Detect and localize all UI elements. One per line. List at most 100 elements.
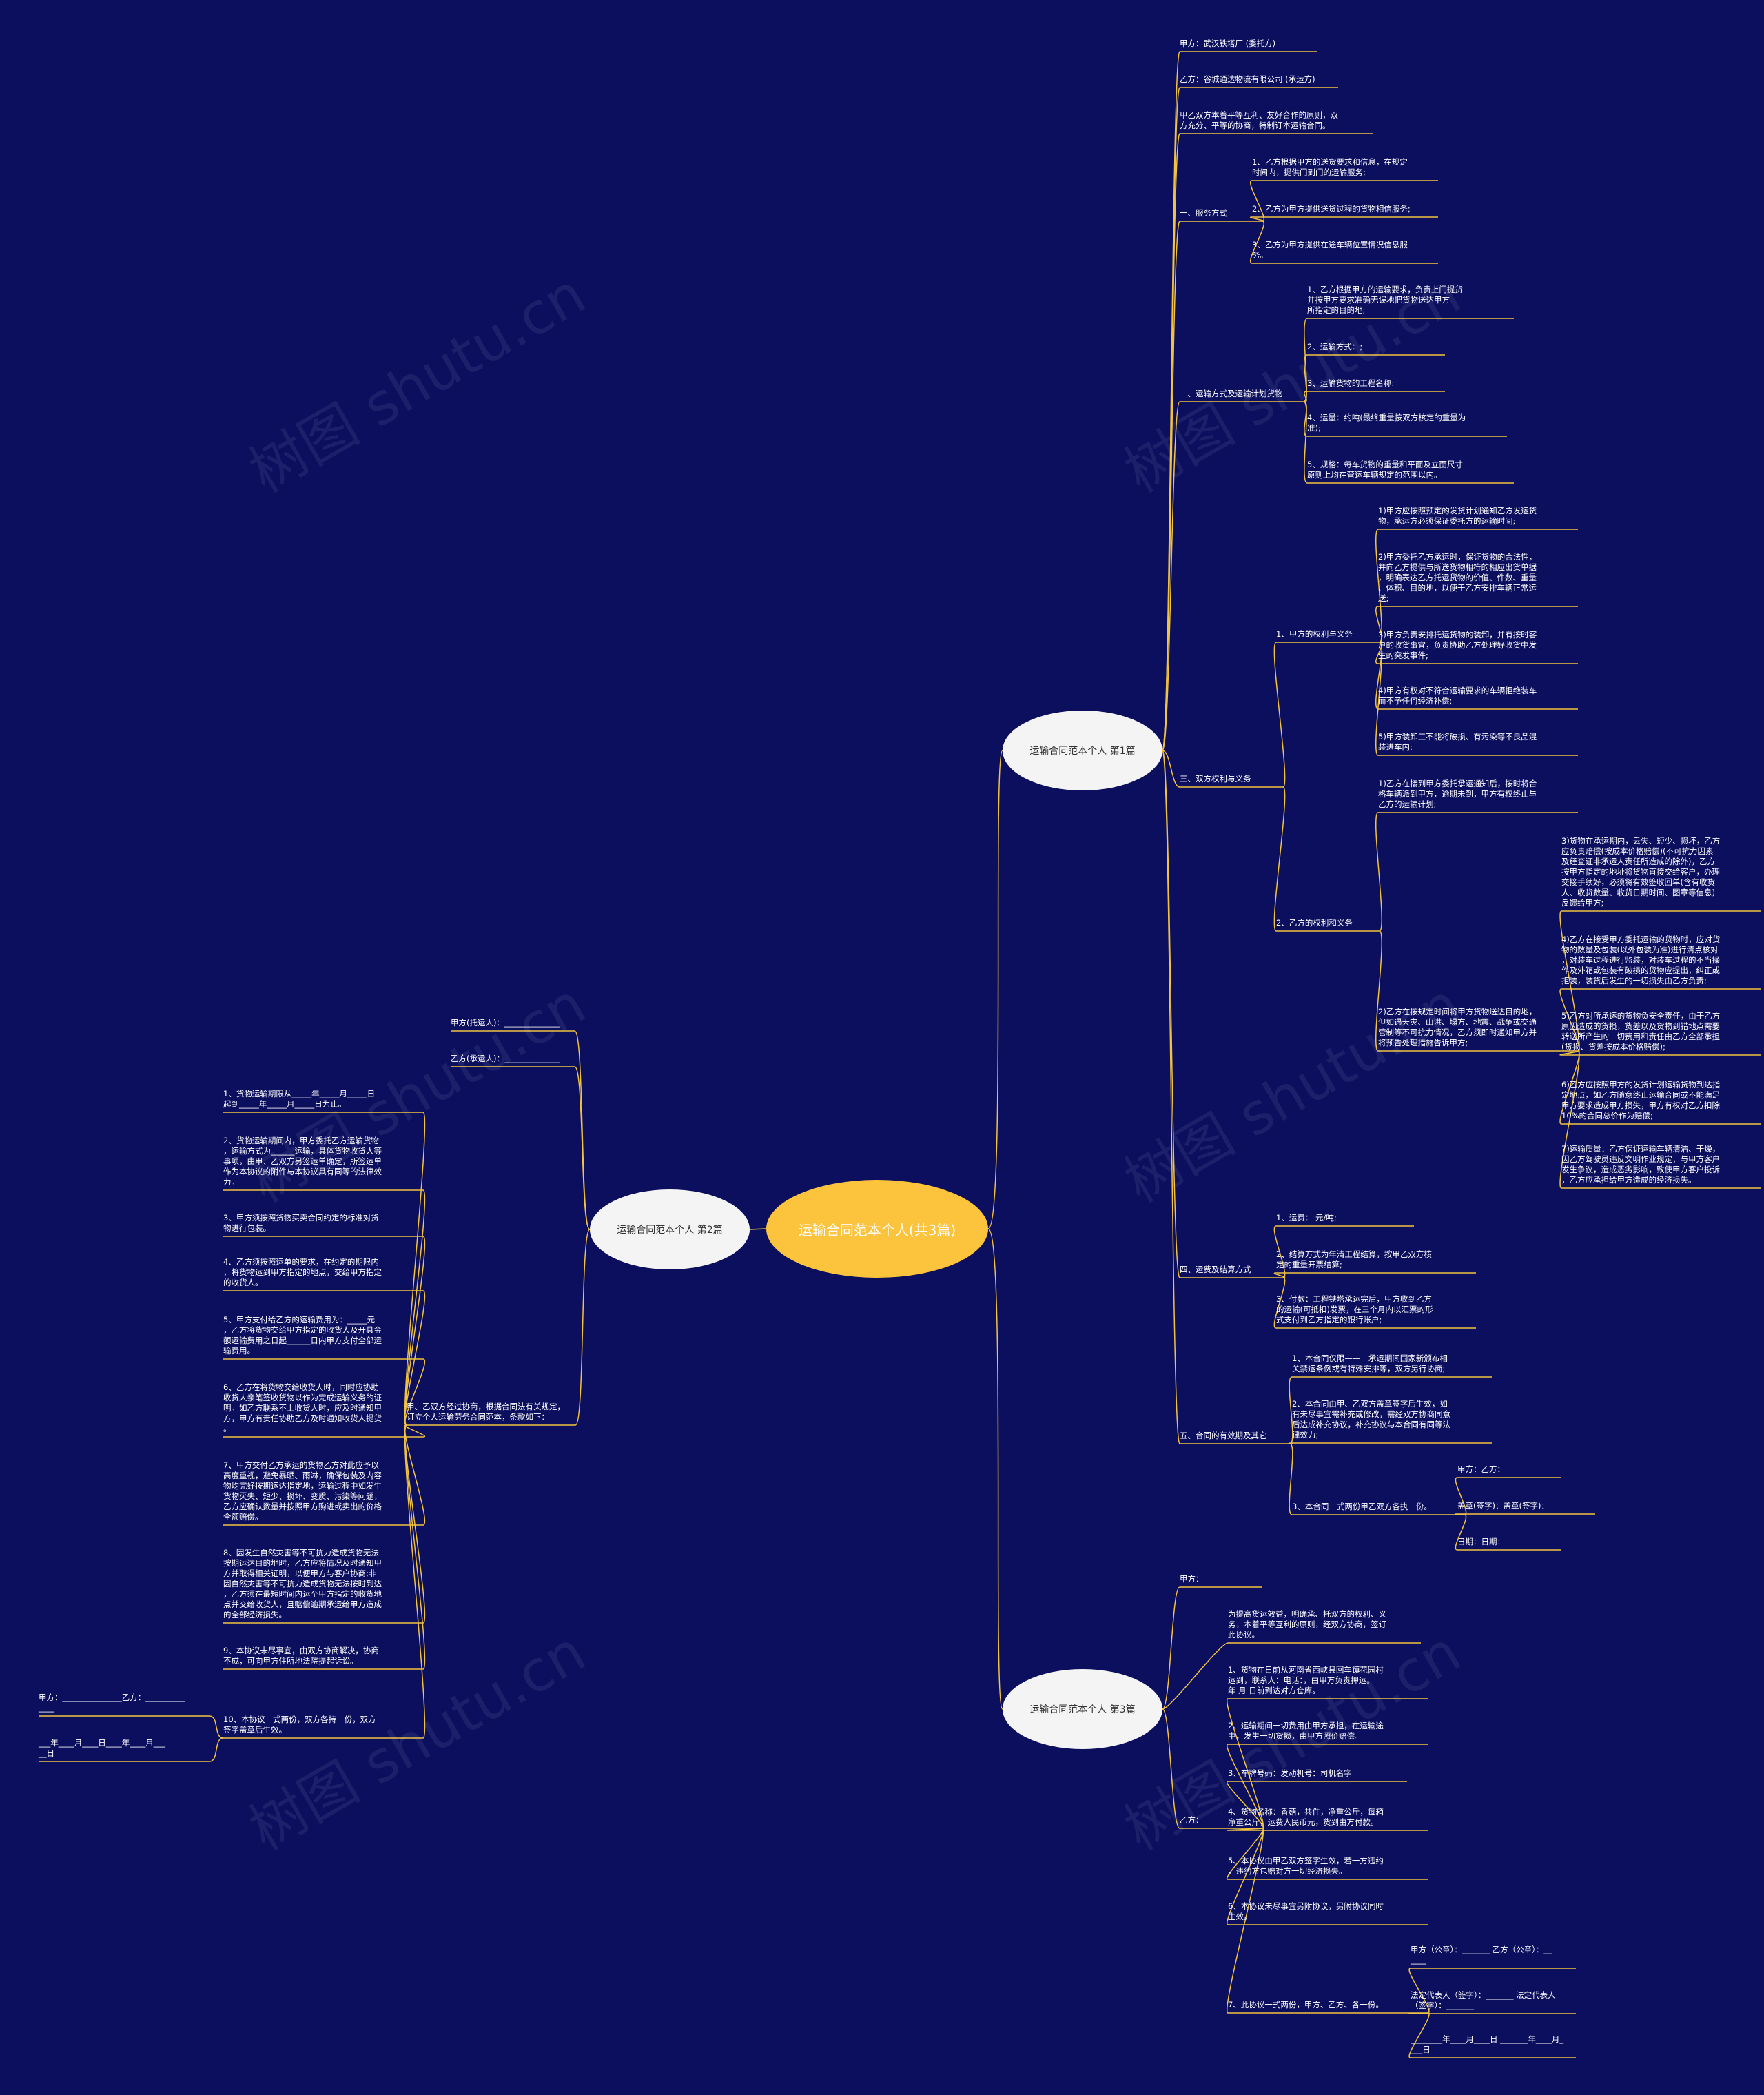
link-node-7 xyxy=(1250,221,1264,264)
link-node-5 xyxy=(1250,180,1264,222)
mindmap-node-44[interactable]: 2、货物运输期间内，甲方委托乙方运输货物 ，运输方式为______运输，具体货物… xyxy=(223,1136,382,1187)
mindmap-node-43[interactable]: 1、货物运输期限从_____年_____月_____日 起到_____年____… xyxy=(223,1089,376,1109)
mindmap-node-2[interactable]: 乙方：谷城通达物流有限公司 (承运方) xyxy=(1180,74,1315,84)
link-node-39 xyxy=(1455,1514,1467,1551)
mindmap-node-49[interactable]: 7、甲方交付乙方承运的货物乙方对此应予以 高度重视，避免暴晒、雨淋，确保包装及内… xyxy=(223,1460,382,1522)
mindmap-node-59[interactable]: 2、运输期间一切费用由甲方承担，在运输途 中，发生一切货损，由甲方照价赔偿。 xyxy=(1228,1721,1384,1741)
mindmap-node-35[interactable]: 2、本合同由甲、乙双方盖章签字后生效，如 有未尽事宜需补充或修改，需经双方协商同… xyxy=(1292,1399,1450,1440)
mindmap-node-11[interactable]: 3、运输货物的工程名称: xyxy=(1307,378,1395,388)
mindmap-node-41[interactable]: 乙方(承运人)：______________ xyxy=(451,1054,560,1063)
link-node-60 xyxy=(1226,1781,1264,1829)
mindmap-node-18[interactable]: 3)甲方负责安排托运货物的装卸，并有按时客 户的收货事宜，负责协助乙方处理好收货… xyxy=(1378,630,1537,660)
mindmap-node-33[interactable]: 五、合同的有效期及其它 xyxy=(1180,1431,1267,1440)
mindmap-node-27[interactable]: 6)乙方应按照甲方的发货计划运输货物到达指 定地点，如乙方随意终止运输合同或不能… xyxy=(1561,1080,1721,1121)
branch-node-3[interactable]: 运输合同范本个人 第3篇 xyxy=(1003,1669,1162,1749)
link-node-56 xyxy=(1162,1642,1229,1710)
link-node-35 xyxy=(1289,1442,1293,1444)
link-node-28 xyxy=(1559,1050,1580,1189)
link-node-67 xyxy=(1408,2012,1430,2058)
mindmap-node-6[interactable]: 2、乙方为甲方提供送货过程的货物相信服务; xyxy=(1252,204,1411,214)
mindmap-node-63[interactable]: 6、本协议未尽事宜另附协议，另附协议同时 生效。 xyxy=(1228,1901,1384,1921)
mindmap-node-65[interactable]: 甲方（公章）：_______ 乙方（公章）：__ ____ xyxy=(1411,1945,1552,1965)
link-node-24 xyxy=(1559,910,1580,1052)
mindmap-node-51[interactable]: 9、本协议未尽事宜，由双方协商解决，协商 不成，可向甲方住所地法院提起诉讼。 xyxy=(223,1646,379,1666)
link-node-42 xyxy=(575,1229,591,1426)
link-node-15 xyxy=(1273,642,1286,788)
mindmap-node-22[interactable]: 1)乙方在接到甲方委托承运通知后，按时将合 格车辆派到甲方，逾期未到，甲方有权终… xyxy=(1378,779,1537,809)
mindmap-node-54[interactable]: ___年____月____日____年____月___ __日 xyxy=(39,1738,165,1758)
link-node-65 xyxy=(1408,1968,1430,2014)
mindmap-node-19[interactable]: 4)甲方有权对不符合运输要求的车辆拒绝装车 而不予任何经济补偿; xyxy=(1378,686,1537,706)
mindmap-node-23[interactable]: 2)乙方在按规定时间将甲方货物送达目的地， 但如遇天灾、山洪、塌方、地震、战争或… xyxy=(1378,1007,1537,1048)
mindmap-node-57[interactable]: 乙方： xyxy=(1180,1815,1204,1825)
mindmap-node-32[interactable]: 3、付款：工程铁塔承运完后，甲方收到乙方 的运输(可抵扣)发票，在三个月内以汇票… xyxy=(1276,1294,1433,1325)
mindmap-node-12[interactable]: 4、运量：约吨(最终重量按双方核定的重量为 准); xyxy=(1307,413,1466,433)
mindmap-node-46[interactable]: 4、乙方须按照运单的要求，在约定的期限内 ，将货物运到甲方指定的地点，交给甲方指… xyxy=(223,1257,382,1287)
mindmap-node-60[interactable]: 3、车牌号码：发动机号：司机名字 xyxy=(1228,1768,1352,1778)
link-node-25 xyxy=(1559,988,1580,1052)
link-node-57 xyxy=(1162,1708,1180,1829)
mindmap-node-8[interactable]: 二、运输方式及运输计划货物 xyxy=(1180,389,1283,398)
mindmap-node-52[interactable]: 10、本协议一式两份，双方各持一份，双方 签字盖章后生效。 xyxy=(223,1715,376,1735)
mindmap-node-39[interactable]: 日期：日期： xyxy=(1457,1537,1505,1546)
mindmap-node-42[interactable]: 甲、乙双方经过协商，根据合同法有关规定， 订立个人运输劳务合同范本，条款如下： xyxy=(407,1402,565,1422)
mindmap-node-21[interactable]: 2、乙方的权利和义务 xyxy=(1276,918,1353,928)
mindmap-node-26[interactable]: 5)乙方对所承运的货物负安全责任，由于乙方 原因造成的货损，货差以及货物到错地点… xyxy=(1561,1011,1721,1052)
branch-node-2[interactable]: 运输合同范本个人 第2篇 xyxy=(590,1189,750,1269)
mindmap-node-1[interactable]: 甲方：武汉铁塔厂 (委托方) xyxy=(1180,39,1276,48)
mindmap-node-5[interactable]: 1、乙方根据甲方的送货要求和信息，在规定 时间内，提供门到门的运输服务; xyxy=(1252,157,1408,177)
link-node-32 xyxy=(1273,1277,1286,1329)
mindmap-node-14[interactable]: 三、双方权利与义务 xyxy=(1180,774,1251,784)
mindmap-node-67[interactable]: ________年____月____日 _______年____月_ ___日 xyxy=(1411,2034,1564,2054)
mindmap-node-53[interactable]: 甲方：_______________乙方：__________ ____ xyxy=(39,1693,185,1713)
mindmap-node-29[interactable]: 四、运费及结算方式 xyxy=(1180,1265,1251,1274)
mindmap-node-24[interactable]: 3)货物在承运期内，丢失、短少、损坏，乙方 应负责赔偿(按成本价格赔偿)(不可抗… xyxy=(1561,836,1721,908)
mindmap-node-28[interactable]: 7)运输质量：乙方保证运输车辆清洁、干燥， 因乙方驾驶员违反文明作业规定，与甲方… xyxy=(1561,1144,1721,1185)
mindmap-node-15[interactable]: 1、甲方的权利与义务 xyxy=(1276,629,1353,639)
mindmap-node-34[interactable]: 1、本合同仅限——一承运期间国家新颁布相 关禁运条例或有特殊安排等，双方另行协商… xyxy=(1292,1353,1448,1373)
link-root-branch-1 xyxy=(987,750,1003,1229)
mindmap-node-64[interactable]: 7、此协议一式两份，甲方、乙方、各一份。 xyxy=(1228,2000,1384,2010)
mindmap-node-7[interactable]: 3、乙方为甲方提供在途车辆位置情况信息服 务。 xyxy=(1252,240,1408,260)
mindmap-node-3[interactable]: 甲乙双方本着平等互利、友好合作的原则，双 方充分、平等的协商，特制订本运输合同。 xyxy=(1180,110,1338,130)
mindmap-node-37[interactable]: 甲方：乙方： xyxy=(1457,1464,1505,1474)
mindmap-node-4[interactable]: 一、服务方式 xyxy=(1180,208,1227,218)
mindmap-node-10[interactable]: 2、运输方式：; xyxy=(1307,342,1363,351)
mindmap-node-20[interactable]: 5)甲方装卸工不能将破损、有污染等不良品混 装进车内; xyxy=(1378,732,1537,752)
mindmap-node-30[interactable]: 1、运费： 元/吨; xyxy=(1276,1213,1337,1223)
mindmap-node-47[interactable]: 5、甲方支付给乙方的运输费用为：_____元 ，乙方将货物交给甲方指定的收货人及… xyxy=(223,1315,382,1356)
mindmap-node-36[interactable]: 3、本合同一式两份甲乙双方各执一份。 xyxy=(1292,1502,1432,1511)
root-node[interactable]: 运输合同范本个人(共3篇) xyxy=(766,1180,988,1278)
mindmap-node-40[interactable]: 甲方(托运人)：______________ xyxy=(451,1018,560,1028)
link-node-14 xyxy=(1162,750,1180,788)
mindmap-node-50[interactable]: 8、因发生自然灾害等不可抗力造成货物无法 按期运达目的地时，乙方应将情况及时通知… xyxy=(223,1548,382,1619)
mindmap-node-61[interactable]: 4、货物名称：香菇，共件，净重公斤，每箱 净重公斤，运费人民币元，货到由方付款。 xyxy=(1228,1807,1384,1827)
link-node-40 xyxy=(574,1030,591,1230)
link-node-64 xyxy=(1227,1828,1264,2014)
link-node-20 xyxy=(1375,642,1382,756)
mindmap-node-13[interactable]: 5、规格：每车货物的重量和平面及立面尺寸 原则上均在营运车辆规定的范围以内。 xyxy=(1307,460,1463,480)
link-node-53 xyxy=(209,1715,224,1739)
mindmap-node-16[interactable]: 1)甲方应按照预定的发货计划通知乙方发运货 物，承运方必须保证委托方的运输时间; xyxy=(1378,506,1537,526)
link-node-8 xyxy=(1162,401,1180,751)
mindmap-node-58[interactable]: 1、货物在日前从河南省西峡县回车镇花园村 运到，联系人：电话：，由甲方负责押运。… xyxy=(1228,1665,1384,1695)
mindmap-node-62[interactable]: 5、本协议由甲乙双方签字生效，若一方违约 ，违约方包赔对方一切经济损失。 xyxy=(1228,1856,1384,1876)
link-node-11 xyxy=(1303,391,1308,402)
mindmap-node-38[interactable]: 盖章(签字)：盖章(签字)： xyxy=(1457,1501,1549,1511)
mindmap-node-25[interactable]: 4)乙方在接受甲方委托运输的货物时，应对货 物的数量及包装(以外包装为准)进行清… xyxy=(1561,934,1721,985)
branch-node-1[interactable]: 运输合同范本个人 第1篇 xyxy=(1003,711,1162,790)
mindmap-node-48[interactable]: 6、乙方在将货物交给收货人时，同时应协助 收货人亲笔签收货物以作为完成运输义务的… xyxy=(223,1382,382,1433)
mindmap-node-56[interactable]: 为提高货运效益，明确承、托双方的权利、义 务，本着平等互利的原则，经双方协商，签… xyxy=(1228,1609,1386,1639)
mindmap-node-45[interactable]: 3、甲方须按照货物买卖合同约定的标准对货 物进行包装。 xyxy=(223,1213,379,1233)
link-node-13 xyxy=(1303,401,1308,484)
link-node-33 xyxy=(1162,750,1180,1444)
mindmap-node-17[interactable]: 2)甲方委托乙方承运时，保证货物的合法性， 并向乙方提供与所送货物相符的相应出货… xyxy=(1378,552,1537,603)
link-node-59 xyxy=(1226,1744,1264,1829)
mindmap-node-31[interactable]: 2、结算方式为年清工程结算，按甲乙双方核 定的重量开票结算; xyxy=(1276,1249,1432,1269)
link-node-66 xyxy=(1408,2012,1430,2014)
mindmap-node-55[interactable]: 甲方： xyxy=(1180,1574,1204,1584)
mindmap-node-66[interactable]: 法定代表人（签字）：_______ 法定代表人 （签字）：_______ xyxy=(1411,1990,1556,2010)
link-node-47 xyxy=(404,1358,425,1426)
mindmap-node-9[interactable]: 1、乙方根据甲方的运输要求，负责上门提货 并按甲方要求准确无误地把货物送达甲方 … xyxy=(1307,285,1463,315)
